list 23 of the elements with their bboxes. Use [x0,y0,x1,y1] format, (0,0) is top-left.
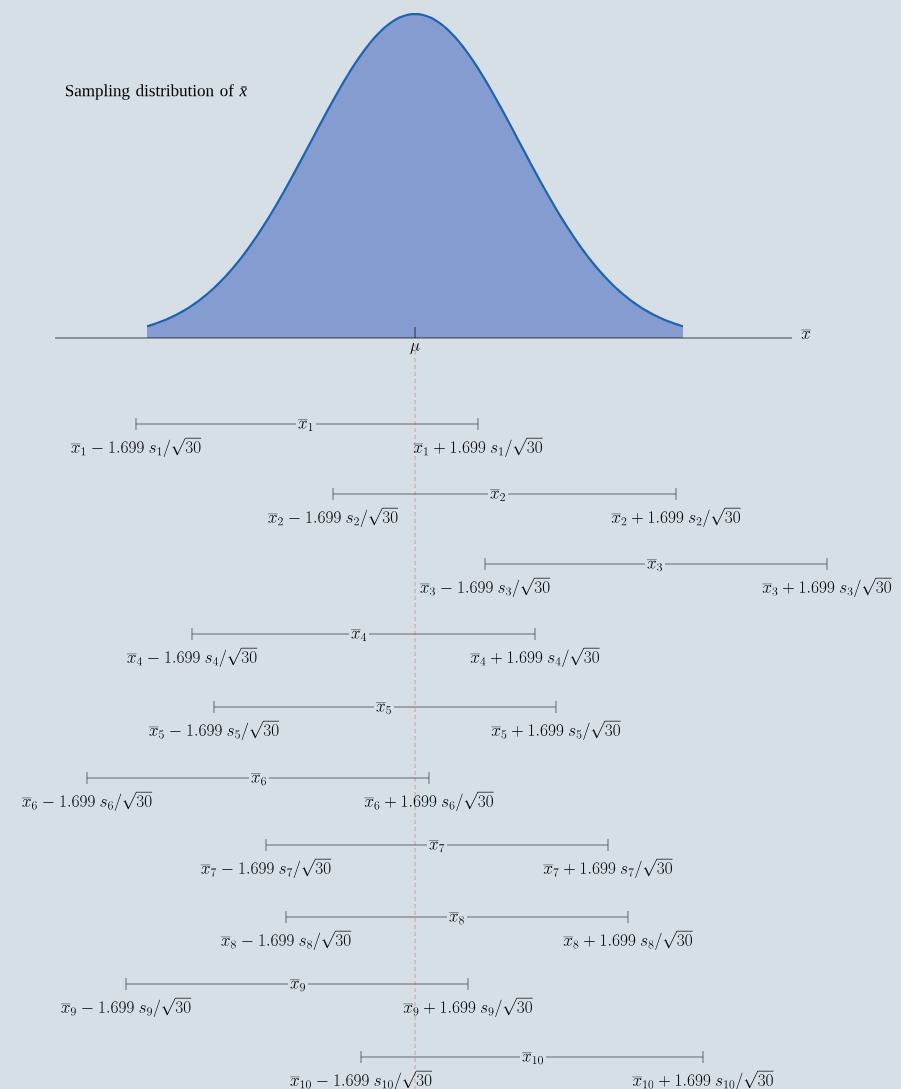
lower-limit-label: $\overline{x}_4 - 1.699\ s_4/\sqrt{30}$ [126,647,258,667]
upper-limit-label: $\overline{x}_8 + 1.699\ s_8/\sqrt{30}$ [563,930,693,950]
lower-limit-label: $\overline{x}_8 - 1.699\ s_8/\sqrt{30}$ [220,930,352,950]
lower-limit-label: $\overline{x}_1 - 1.699\ s_1/\sqrt{30}$ [70,437,202,457]
upper-limit-label: $\overline{x}_5 + 1.699\ s_5/\sqrt{30}$ [491,720,621,740]
upper-limit-label: $\overline{x}_7 + 1.699\ s_7/\sqrt{30}$ [543,858,673,878]
upper-limit-label: $\overline{x}_{10} + 1.699\ s_{10}/\sqrt{30}$ [632,1070,774,1089]
upper-limit-label: $\overline{x}_9 + 1.699\ s_9/\sqrt{30}$ [403,997,533,1017]
lower-limit-label: $\overline{x}_{10} - 1.699\ s_{10}/\sqrt{30}$ [290,1070,432,1089]
lower-limit-label: $\overline{x}_3 - 1.699\ s_3/\sqrt{30}$ [419,577,551,597]
upper-limit-label: $\overline{x}_6 + 1.699\ s_6/\sqrt{30}$ [364,791,494,811]
upper-limit-label: $\overline{x}_4 + 1.699\ s_4/\sqrt{30}$ [470,647,600,667]
lower-limit-label: $\overline{x}_5 - 1.699\ s_5/\sqrt{30}$ [148,720,280,740]
lower-limit-label: $\overline{x}_2 - 1.699\ s_2/\sqrt{30}$ [267,507,399,527]
lower-limit-label: $\overline{x}_7 - 1.699\ s_7/\sqrt{30}$ [200,858,332,878]
upper-limit-label: $\overline{x}_3 + 1.699\ s_3/\sqrt{30}$ [762,577,892,597]
lower-limit-label: $\overline{x}_6 - 1.699\ s_6/\sqrt{30}$ [21,791,153,811]
axis-label: $\overline{x}$ [801,329,811,339]
upper-limit-label: $\overline{x}_2 + 1.699\ s_2/\sqrt{30}$ [611,507,741,527]
lower-limit-label: $\overline{x}_9 - 1.699\ s_9/\sqrt{30}$ [60,997,192,1017]
caption-text: Sampling distribution of x̄ [65,84,247,100]
axis-label: $\mu$ [410,343,420,355]
upper-limit-label: $\overline{x}_1 + 1.699\ s_1/\sqrt{30}$ [413,437,543,457]
